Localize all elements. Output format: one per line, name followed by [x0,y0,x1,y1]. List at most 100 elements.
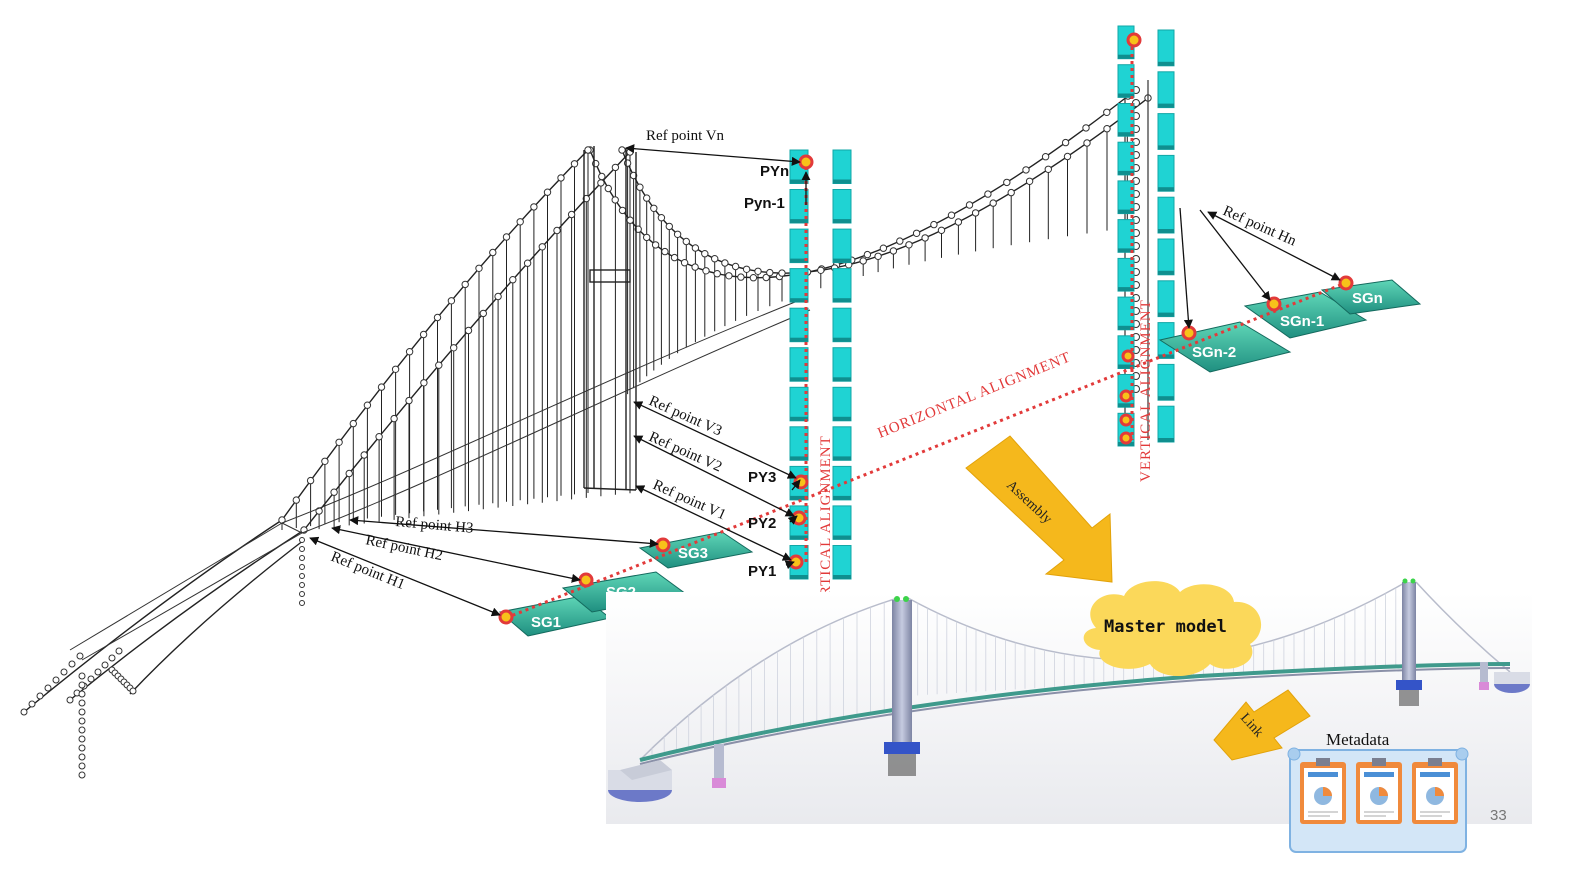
marker-sgn2 [1181,325,1197,341]
report-title-bar [1364,772,1394,777]
report-clip [1428,758,1442,766]
label-sgn2: SGn-2 [1192,344,1236,361]
cable-bead [1082,124,1090,132]
cable-bead [673,230,682,239]
metadata-label: Metadata [1326,730,1390,749]
wireframe-deck [69,299,811,661]
cable-bead [78,699,86,707]
cable-bead [1025,177,1034,186]
cable-bead [1044,165,1053,174]
cable-bead [570,160,579,168]
cloud-icon: Master model [1083,581,1262,676]
pier-block-left-b-joint [833,575,851,579]
pier-block-right-a [1117,296,1135,331]
pier-block-left-a-joint [790,298,808,303]
pier-block-left-a-joint [790,495,808,500]
cable-bead [701,250,709,258]
deck-segments [498,279,1422,637]
cable-bead [762,273,770,282]
cable-bead [475,264,483,272]
cable-bead [391,365,400,373]
label-ref-h3: Ref point H3 [395,514,474,537]
ref-point-arrows [309,144,1341,617]
cable-bead [713,270,721,278]
cable-bead [611,163,620,172]
cable-bead [509,276,517,284]
pier-block-left-b [832,426,852,461]
main-cable [589,95,1129,279]
arrow-ref-hn [1207,211,1341,281]
label-vertical-alignment-right: VERTICAL ALIGNMENT [1138,299,1154,482]
cable-bead [494,292,502,301]
arrow-ref-vn [625,144,801,166]
cable-bead [20,708,28,716]
cable-bead [68,660,76,668]
cable-bead [461,280,469,289]
cable-bead [87,675,95,683]
pier-block-right-b-joint [1158,103,1174,108]
label-sg3: SG3 [678,545,708,562]
cable-bead [737,273,745,281]
cable-bead [742,265,751,273]
pier-block-left-b [832,465,852,501]
cable-bead [618,206,627,215]
report-title-bar [1420,772,1450,777]
report-clip [1316,758,1330,766]
cable-bead [921,234,929,242]
pier-block-left-b [832,228,852,264]
cable-bead [538,243,546,251]
pier-block-left-a-joint [790,337,808,342]
label-horizontal-alignment: HORIZONTAL ALIGNMENT [876,349,1074,441]
marker-right-3 [1119,413,1133,427]
label-py2: PY2 [748,515,776,532]
pier-block-left-b [832,386,852,422]
cable-bead [450,344,458,352]
arrow-ref-h1 [309,536,501,617]
assembly-arrow-icon: Assembly [965,435,1113,583]
cable-bead [1003,178,1011,187]
cable-bead [44,684,52,692]
cable-bead [78,681,86,689]
cable-bead [989,199,997,207]
cable-bead [874,252,882,260]
pier-block-left-b [832,189,852,224]
backstay-cable [23,519,283,713]
arrow-ref-hn1 [1199,209,1271,301]
pier-block-right-b [1157,238,1175,276]
pier-block-right-a-joint [1118,287,1134,292]
pier-block-left-a-joint [790,377,808,382]
pier-block-right-b [1157,154,1175,192]
marker-sg3 [655,537,671,553]
cable-bead [863,250,872,259]
cable-bead [604,184,612,193]
cable-bead [643,233,651,242]
pier-block-right-a-joint [1118,248,1134,253]
cable-bead [299,591,305,597]
label-ref-vn: Ref point Vn [646,128,725,144]
report-pie-slice [1435,787,1444,796]
pier-block-left-a-joint [790,179,808,184]
cable-bead [349,419,357,428]
cable-bead [650,204,658,213]
cable-bead [1103,125,1111,133]
marker-sg2 [578,572,594,588]
pier-block-left-b-joint [833,495,851,500]
cable-bead [108,654,116,662]
cable-bead [78,753,86,761]
pier-block-left-b-joint [833,179,851,184]
pier-block-right-a-joint [1118,403,1134,408]
cable-bead [889,247,898,255]
label-pyn: PYn [760,163,789,180]
page-number: 33 [1490,807,1507,824]
cable-bead [859,257,867,265]
cable-bead [76,652,84,660]
pier-block-left-b-joint [833,337,851,342]
report-title-bar [1308,772,1338,777]
label-pyn1: Pyn-1 [744,195,785,212]
pier-block-left-b [832,307,852,343]
pier-block-right-a-joint [1118,54,1134,59]
cable-bead [299,546,305,552]
backstay-cable [69,529,305,701]
cable-bead [129,687,137,695]
